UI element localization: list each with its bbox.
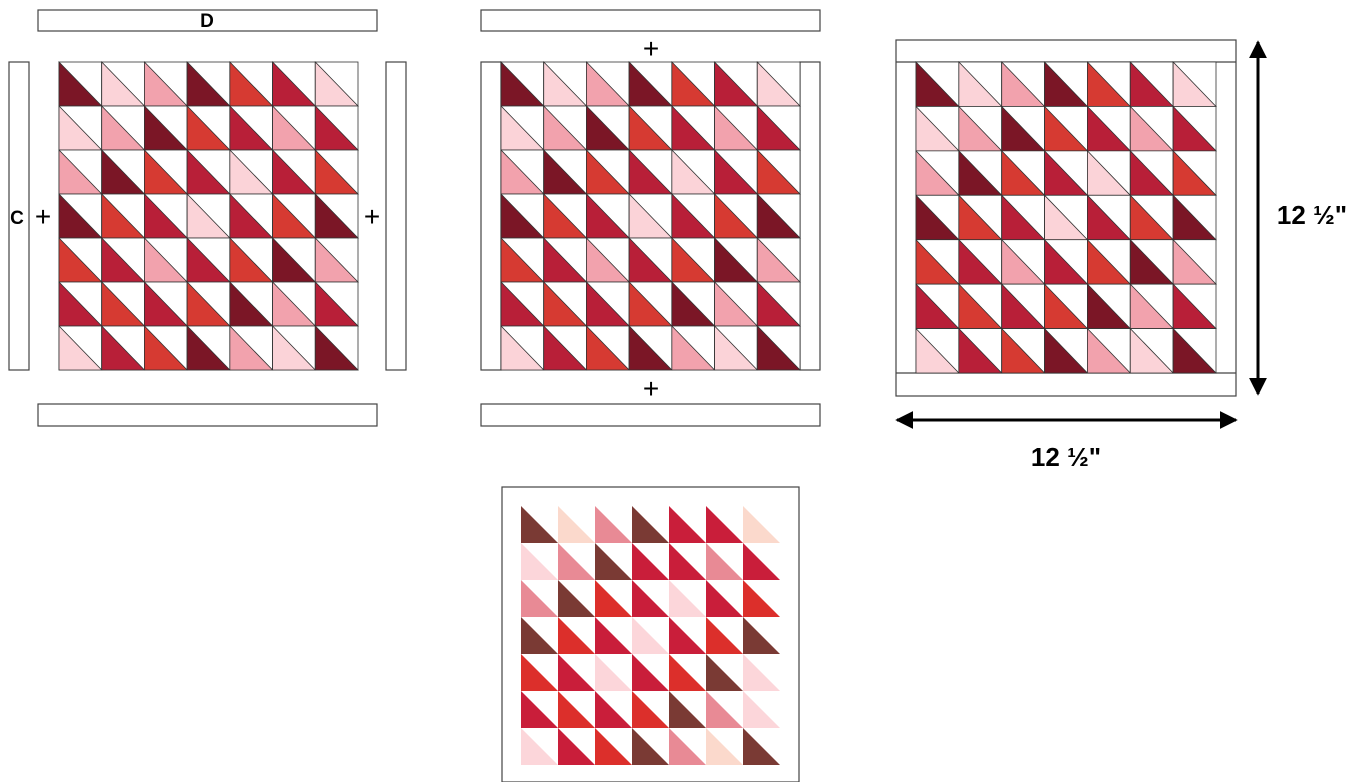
- strip-d-bottom: [38, 404, 377, 426]
- final-hst-grid: [521, 506, 780, 765]
- step-1-assembly: D C + +: [9, 10, 406, 426]
- plus-sign-top: +: [643, 33, 659, 64]
- strip-top: [481, 10, 820, 31]
- strip-d-label: D: [200, 11, 214, 32]
- attached-strip-left: [481, 62, 501, 370]
- hst-block-step-1: [59, 62, 358, 370]
- hst-block-step-3: [916, 62, 1216, 373]
- strip-bottom: [481, 404, 820, 426]
- final-block-preview: [502, 487, 799, 782]
- plus-sign-left: +: [35, 201, 51, 232]
- step-2-assembly: + +: [481, 10, 820, 426]
- strip-c-right: [386, 62, 406, 370]
- step-3-finished-block: 12 ½" 12 ½": [896, 40, 1347, 472]
- plus-sign-right: +: [364, 201, 380, 232]
- plus-sign-bottom: +: [643, 373, 659, 404]
- width-dimension-label: 12 ½": [1031, 442, 1101, 472]
- attached-strip-right: [800, 62, 820, 370]
- height-dimension-label: 12 ½": [1277, 200, 1347, 230]
- hst-block-step-2: [501, 62, 800, 370]
- strip-c-label: C: [10, 208, 24, 229]
